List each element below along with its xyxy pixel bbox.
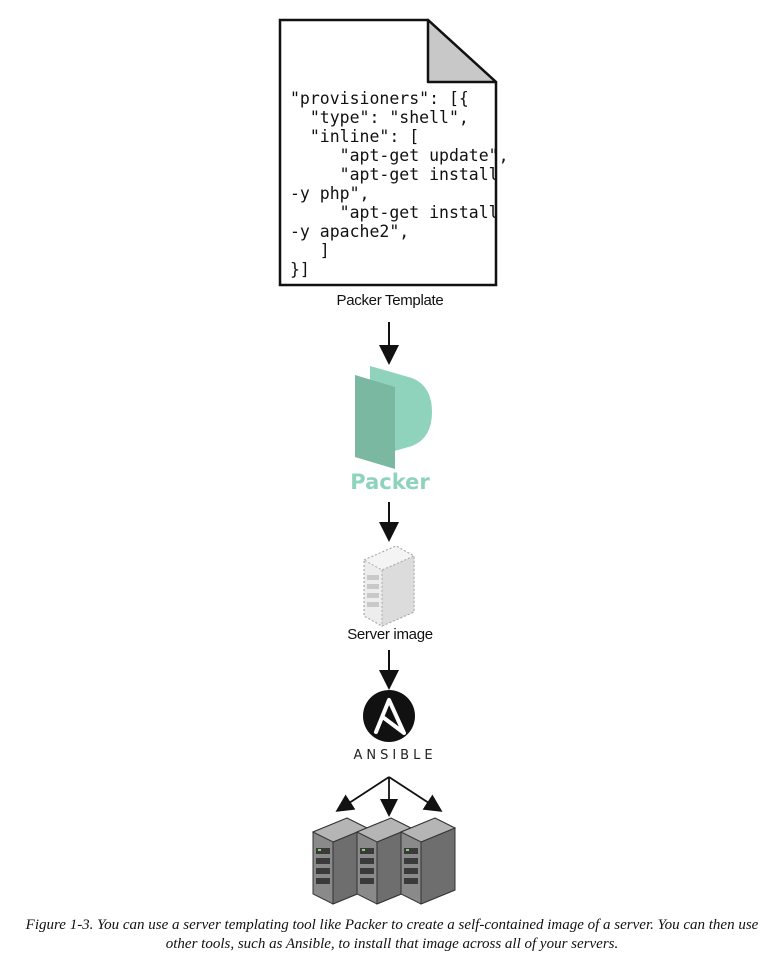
code-line: "apt-get update", xyxy=(290,146,509,165)
code-line: "inline": [ xyxy=(290,127,420,146)
fan-out-arrows xyxy=(335,776,443,817)
ansible-logo-icon xyxy=(363,690,415,742)
code-line: }] xyxy=(290,260,310,279)
packer-template-label: Packer Template xyxy=(336,292,444,309)
ansible-label: ANSIBLE xyxy=(353,748,437,763)
server-image-label: Server image xyxy=(347,626,433,643)
code-line: "type": "shell", xyxy=(290,108,469,127)
code-line: "apt-get install xyxy=(290,165,499,184)
code-line: "apt-get install xyxy=(290,203,499,222)
code-line: "provisioners": [{ xyxy=(290,89,469,108)
caption-line-1: Figure 1-3. You can use a server templat… xyxy=(25,917,759,933)
code-line: -y php", xyxy=(290,184,370,203)
caption-line-2: other tools, such as Ansible, to install… xyxy=(165,936,619,952)
code-line: ] xyxy=(290,241,330,260)
server-image-icon xyxy=(362,545,416,627)
packer-logo-icon xyxy=(355,366,432,469)
server-rack-icon xyxy=(399,817,457,905)
figure-caption: Figure 1-3. You can use a server templat… xyxy=(10,916,774,954)
code-line: -y apache2", xyxy=(290,222,410,241)
packer-label: Packer xyxy=(350,470,430,494)
template-document-icon xyxy=(278,18,498,287)
